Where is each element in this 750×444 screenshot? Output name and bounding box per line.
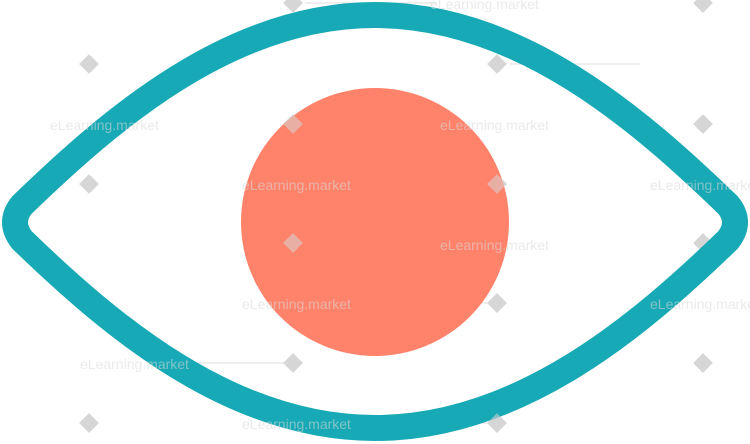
watermark-diamond: [283, 0, 303, 13]
watermark-diamond: [283, 353, 303, 373]
watermark-diamond: [693, 0, 713, 13]
watermark-diamond: [693, 353, 713, 373]
watermark-diamond: [487, 293, 507, 313]
watermark-overlay: eLearning.market eLearning.market eLearnin…: [50, 0, 750, 433]
watermark-text: eLearning.market: [650, 296, 750, 312]
watermark-text: eLearning.market: [242, 296, 351, 312]
watermark-diamond: [487, 54, 507, 74]
watermark-text: eLearning.market: [650, 177, 750, 193]
watermark-diamond: [487, 174, 507, 194]
watermark-diamond: [79, 54, 99, 74]
pupil: [241, 88, 509, 356]
watermark-text: eLearning.market: [50, 117, 159, 133]
watermark-text: eLearning.market: [440, 237, 549, 253]
watermark-text: eLearning.market: [242, 416, 351, 432]
watermark-text: eLearning.market: [440, 117, 549, 133]
watermark-diamond: [283, 233, 303, 253]
watermark-diamond: [693, 114, 713, 134]
watermark-text: eLearning.market: [80, 356, 189, 372]
watermark-diamond: [79, 174, 99, 194]
watermark-text: eLearning.market: [242, 177, 351, 193]
watermark-text: eLearning.market: [430, 0, 539, 12]
watermark-diamond: [487, 413, 507, 433]
watermark-diamond: [283, 114, 303, 134]
watermark-diamond: [79, 413, 99, 433]
